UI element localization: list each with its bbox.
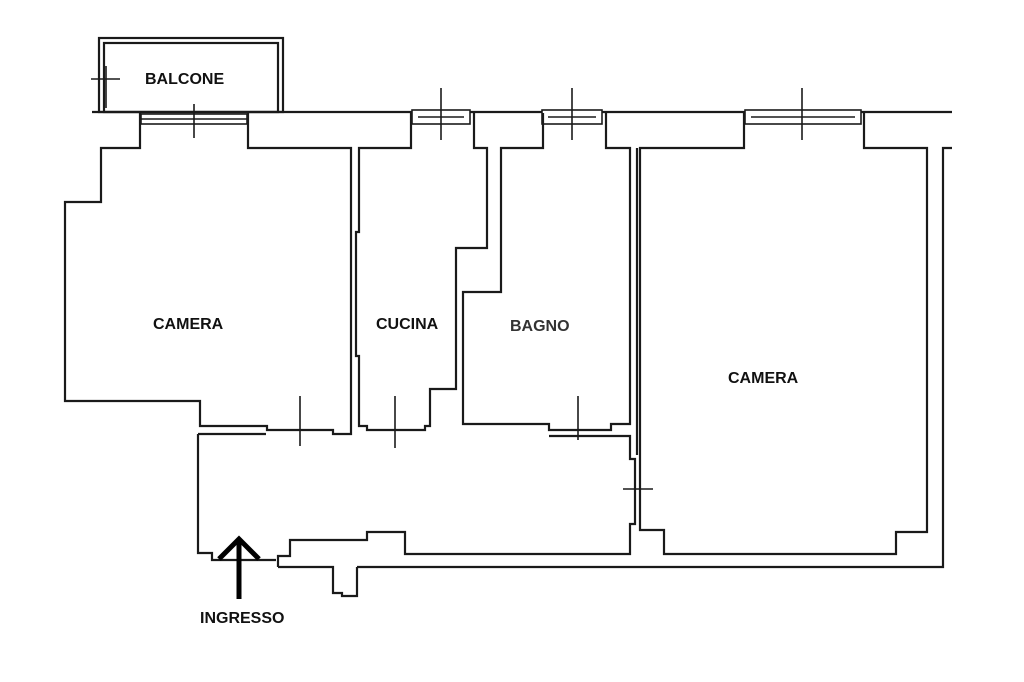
label-ingresso: INGRESSO [200,610,284,627]
label-camera-right: CAMERA [728,370,799,387]
entrance-arrow-icon [217,535,261,599]
label-balcone: BALCONE [145,71,224,88]
room-cucina [354,113,489,448]
window-bagno [541,88,603,140]
outer-wall-right [357,146,952,569]
corridor [196,432,653,598]
room-bagno [461,113,632,440]
label-cucina: CUCINA [376,316,439,333]
window-cucina [411,88,471,140]
label-bagno: BAGNO [510,318,570,335]
room-camera-right [635,113,929,556]
label-camera-left: CAMERA [153,316,224,333]
window-camera-right [744,88,862,140]
room-camera-left [63,113,353,446]
window-camera-left [140,104,248,138]
